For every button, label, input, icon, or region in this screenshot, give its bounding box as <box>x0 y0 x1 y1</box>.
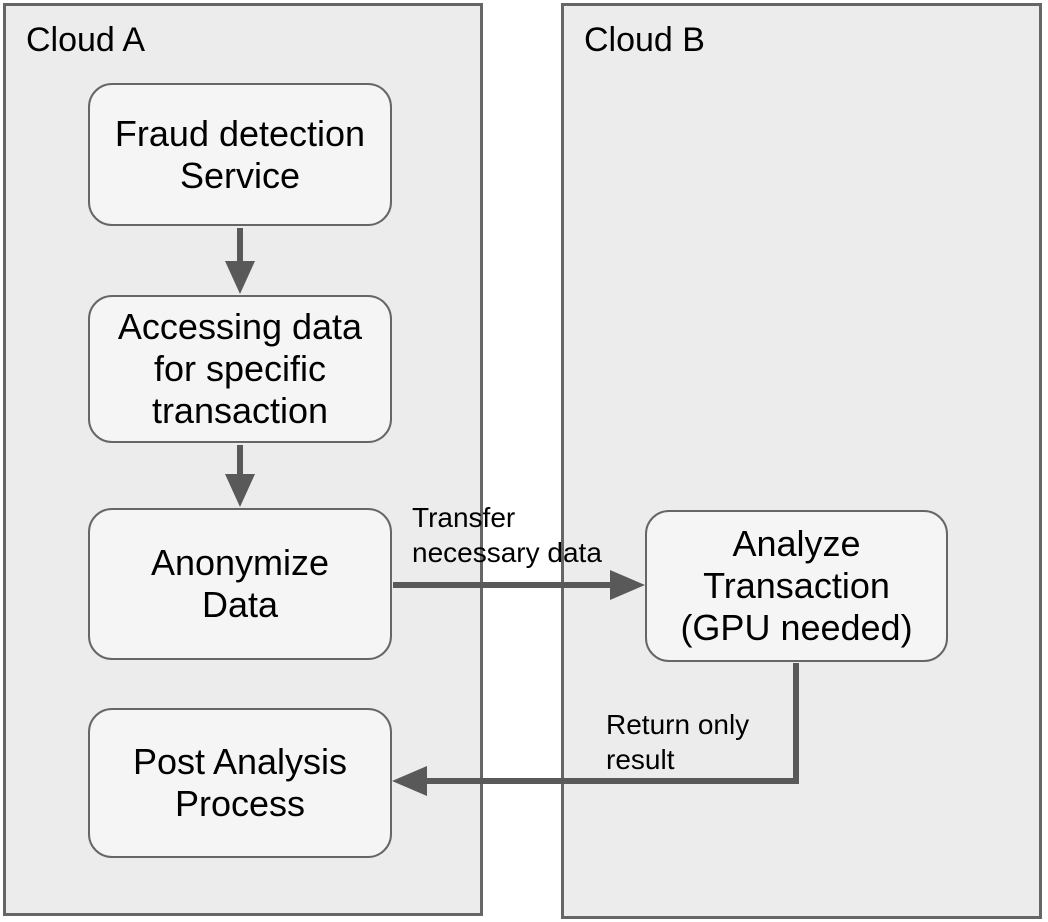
node-post-analysis-process: Post Analysis Process <box>88 708 392 858</box>
edge-label-transfer-necessary-data: Transfer necessary data <box>412 502 602 568</box>
node-label: Post Analysis Process <box>132 741 348 824</box>
node-label: Fraud detection Service <box>114 112 366 196</box>
edge-label-return-only-result: Return only result <box>606 709 750 775</box>
container-cloud-b: Cloud B <box>561 3 1042 919</box>
container-cloud-a-label: Cloud A <box>26 21 146 59</box>
node-label: Anonymize Data <box>150 542 330 625</box>
node-accessing-data: Accessing data for specific transaction <box>88 295 392 443</box>
node-label: Accessing data for specific transaction <box>117 306 363 431</box>
node-analyze-transaction: Analyze Transaction (GPU needed) <box>645 510 948 662</box>
container-cloud-b-label: Cloud B <box>584 21 705 59</box>
node-label: Analyze Transaction (GPU needed) <box>680 523 913 648</box>
node-fraud-detection-service: Fraud detection Service <box>88 83 392 226</box>
node-anonymize-data: Anonymize Data <box>88 508 392 660</box>
